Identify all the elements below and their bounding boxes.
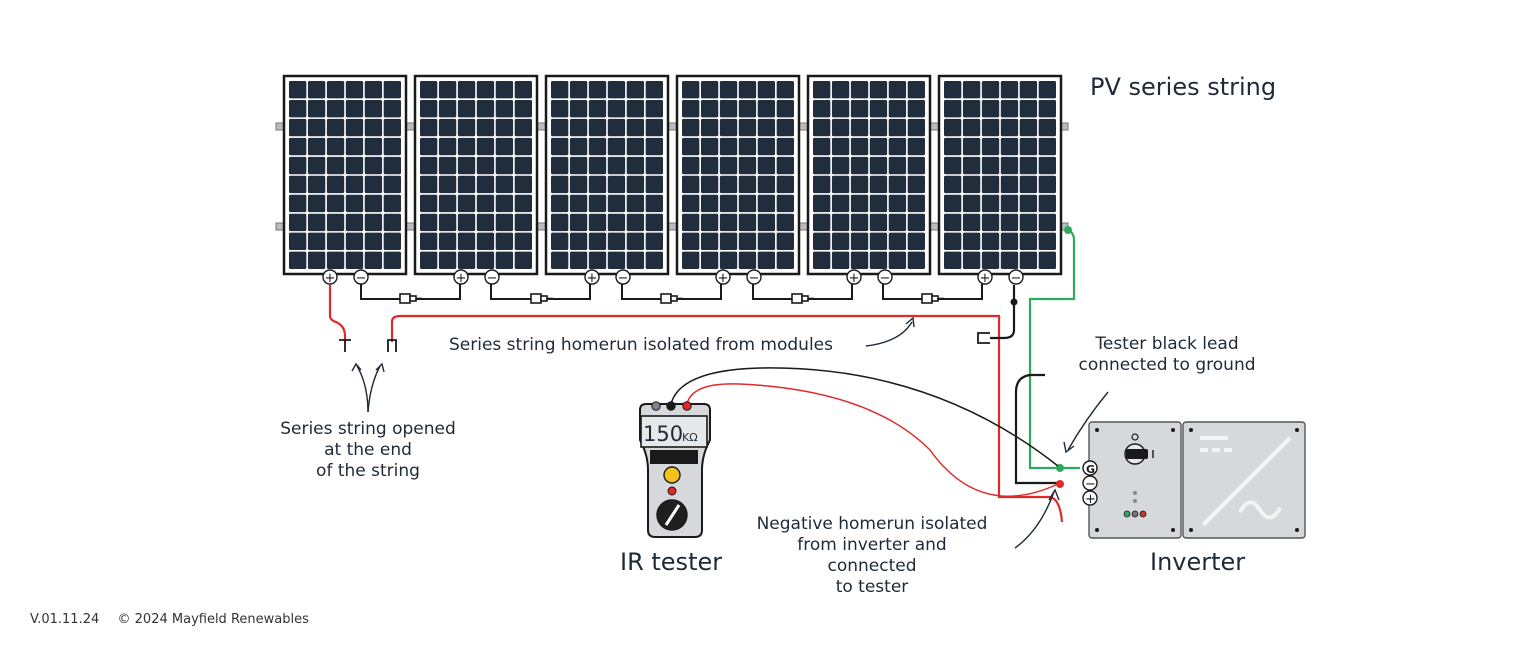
module-positive-terminal: + <box>846 269 862 286</box>
module-negative-terminal: − <box>877 269 893 286</box>
footer-version: V.01.11.24 <box>30 612 100 627</box>
ir-tester-label: IR tester <box>620 548 723 576</box>
inverter-positive-terminal-label: + <box>1085 492 1096 507</box>
negative-wire-junction <box>1010 298 1018 306</box>
pv-module <box>937 74 1063 276</box>
tester-black-lead <box>670 367 1059 467</box>
homerun-isolated-label: Series string homerun isolated from modu… <box>449 335 833 355</box>
pv-module <box>413 74 539 276</box>
positive-homerun-wire <box>997 314 1064 523</box>
module-positive-terminal-label: + <box>587 271 598 286</box>
inverter-terminals: G − + <box>1082 460 1098 507</box>
pv-module <box>282 74 408 276</box>
module-positive-terminal: + <box>977 269 993 286</box>
module-positive-terminal: + <box>322 269 338 286</box>
tester-jack-black <box>666 401 676 411</box>
module-negative-terminal-label: − <box>1011 271 1022 286</box>
tester-jack-grey <box>651 401 661 411</box>
inverter-device <box>1088 421 1306 539</box>
open-connector-ends <box>339 339 397 352</box>
tester-yellow-button <box>663 466 681 484</box>
module-negative-terminal-label: − <box>356 271 367 286</box>
tester-display-value: 150 <box>643 422 683 446</box>
tester-red-lead <box>686 383 1059 497</box>
ir-tester-device: 150 KΩ <box>639 401 711 538</box>
footer-copyright: © 2024 Mayfield Renewables <box>117 612 309 627</box>
diagram-title: PV series string <box>1090 73 1277 101</box>
module-positive-terminal-label: + <box>325 271 336 286</box>
module-positive-terminal: + <box>584 269 600 286</box>
negative-homerun-label: Negative homerun isolated from inverter … <box>756 514 988 597</box>
inverter-negative-terminal <box>1082 475 1098 491</box>
module-negative-terminal: − <box>484 269 500 286</box>
module-positive-terminal: + <box>715 269 731 286</box>
module-positive-terminal: + <box>453 269 469 286</box>
module-negative-terminal-label: − <box>487 271 498 286</box>
mc4-connectors <box>399 293 944 304</box>
module-negative-terminal: − <box>746 269 762 286</box>
negative-homerun-tester-point <box>1056 480 1064 488</box>
module-negative-terminal: − <box>615 269 631 286</box>
tester-red-indicator <box>667 486 677 496</box>
tester-jack-red <box>682 401 692 411</box>
tester-screen <box>640 415 708 448</box>
inverter-negative-terminal-label: − <box>1085 477 1096 492</box>
module-negative-terminal: − <box>1008 269 1024 286</box>
string-opened-label: Series string opened at the end of the s… <box>280 419 456 481</box>
module-negative-terminal-label: − <box>880 271 891 286</box>
inverter-positive-terminal <box>1082 490 1098 506</box>
module-positive-terminal-label: + <box>718 271 729 286</box>
pv-module <box>544 74 670 276</box>
tester-black-lead-label: Tester black lead connected to ground <box>1078 334 1256 375</box>
module-terminals: + − + − + − + − + − + − <box>322 269 1024 286</box>
tester-display-unit: KΩ <box>682 431 698 444</box>
open-string-ends <box>328 285 1000 342</box>
pv-module-array <box>282 74 1063 276</box>
inverter-ground-terminal <box>1082 460 1098 476</box>
module-positive-terminal-label: + <box>980 271 991 286</box>
negative-open-connector <box>977 332 990 344</box>
inverter-ground-terminal-label: G <box>1086 463 1095 476</box>
pv-module <box>675 74 801 276</box>
module-positive-terminal-label: + <box>849 271 860 286</box>
pv-module <box>806 74 932 276</box>
inverter-status-leds <box>1123 510 1147 518</box>
module-negative-terminal-label: − <box>749 271 760 286</box>
ground-rail-junction <box>1064 226 1072 234</box>
module-negative-terminal-label: − <box>618 271 629 286</box>
inverter-label: Inverter <box>1150 548 1246 576</box>
negative-homerun-wire <box>990 285 1016 340</box>
footer: V.01.11.24 © 2024 Mayfield Renewables <box>30 612 309 627</box>
module-negative-terminal: − <box>353 269 369 286</box>
negative-homerun-to-inverter <box>1014 373 1060 485</box>
annotation-arrows <box>351 316 1109 549</box>
dc-ac-symbol <box>1200 436 1292 527</box>
module-positive-terminal-label: + <box>456 271 467 286</box>
